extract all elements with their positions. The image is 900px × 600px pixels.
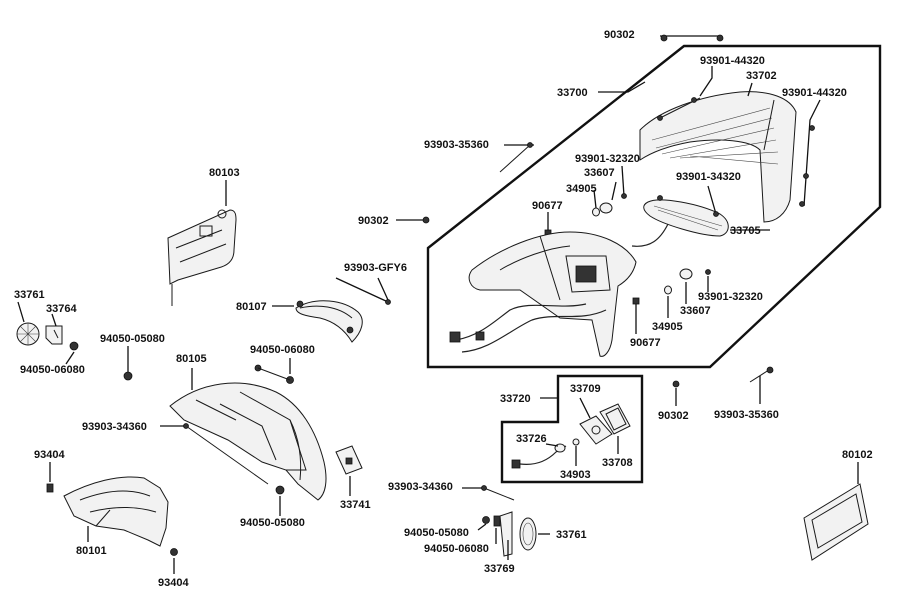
label-93404-top: 93404 [34, 449, 65, 461]
label-33761-left: 33761 [14, 289, 45, 301]
nut-94050-05080-mid [275, 485, 285, 516]
label-90302-mid: 90302 [358, 215, 389, 227]
lens-33708 [599, 403, 631, 454]
label-33607-top: 33607 [584, 167, 615, 179]
bolt-90302-right [672, 380, 680, 406]
label-94050-06080-top: 94050-06080 [250, 344, 315, 356]
leader-93901-44320-right [803, 99, 821, 207]
harness-33726 [511, 443, 567, 469]
label-94050-06080-left: 94050-06080 [20, 364, 85, 376]
label-93901-32320-right: 93901-32320 [698, 291, 763, 303]
screw-93404-bottom [170, 548, 178, 574]
inner-fender-80105 [169, 368, 327, 501]
leader-93901-44320-top [699, 66, 713, 97]
nut-94050-06080-bottom [493, 515, 501, 544]
label-90302-right: 90302 [658, 410, 689, 422]
screw-93903-35360-top [499, 142, 534, 173]
label-33741: 33741 [340, 499, 371, 511]
label-33720: 33720 [500, 393, 531, 405]
clip-90677-right [632, 297, 640, 334]
under-tray-80101 [63, 476, 169, 547]
label-93903-35360-top: 93903-35360 [424, 139, 489, 151]
clip-90677-top [544, 212, 552, 237]
label-80102: 80102 [842, 449, 873, 461]
label-33761-bottom: 33761 [556, 529, 587, 541]
socket-33709 [579, 397, 613, 445]
plate-33741 [335, 445, 363, 496]
screw-93404-top [46, 462, 54, 493]
label-33769: 33769 [484, 563, 515, 575]
reflector-33761-left [16, 301, 40, 346]
rear-fender-body [449, 231, 637, 357]
label-33709: 33709 [570, 383, 601, 395]
label-94050-05080-mid: 94050-05080 [240, 517, 305, 529]
label-90677-top: 90677 [532, 200, 563, 212]
label-93404-bottom: 93404 [158, 577, 189, 589]
label-93903-34360-left: 93903-34360 [82, 421, 147, 433]
label-93901-34320: 93901-34320 [676, 171, 741, 183]
label-93903-gfy6: 93903-GFY6 [344, 262, 407, 274]
label-80107: 80107 [236, 301, 267, 313]
assembly-frame-33720 [500, 374, 644, 484]
label-34903: 34903 [560, 469, 591, 481]
label-33705: 33705 [730, 225, 761, 237]
label-90302-top: 90302 [604, 29, 635, 41]
label-33726: 33726 [516, 433, 547, 445]
bulb-34903 [572, 438, 580, 466]
bolts-93901-34320 [657, 185, 719, 217]
plate-80103 [167, 180, 237, 306]
label-94050-05080-bottom: 94050-05080 [404, 527, 469, 539]
label-93901-44320-top: 93901-44320 [700, 55, 765, 67]
label-33708: 33708 [602, 457, 633, 469]
bracket-80107 [272, 300, 363, 343]
assembly-frame-33700 [426, 44, 882, 369]
socket-33607-right [664, 268, 711, 318]
label-80103: 80103 [209, 167, 240, 179]
label-33702: 33702 [746, 70, 777, 82]
leader-33700 [598, 81, 646, 93]
label-33700: 33700 [557, 87, 588, 99]
screw-93903-34360-left [160, 423, 269, 485]
label-33607-right: 33607 [680, 305, 711, 317]
bracket-33764 [45, 313, 63, 345]
label-80105: 80105 [176, 353, 207, 365]
nut-94050-05080-left [123, 346, 133, 381]
label-94050-05080-left: 94050-05080 [100, 333, 165, 345]
label-80101: 80101 [76, 545, 107, 557]
bolts-94050-06080-top [254, 358, 294, 384]
nut-94050-06080-left [65, 341, 79, 365]
label-94050-06080-bottom: 94050-06080 [424, 543, 489, 555]
nut-94050-05080-bottom [477, 516, 490, 531]
label-93903-34360-bottom: 93903-34360 [388, 481, 453, 493]
license-plate-80102 [803, 462, 869, 561]
screw-93903-gfy6 [335, 277, 391, 305]
bolt-90302-top [660, 34, 724, 42]
label-90677-right: 90677 [630, 337, 661, 349]
label-93903-35360-right: 93903-35360 [714, 409, 779, 421]
screw-93903-34360-bottom [462, 485, 515, 501]
reflector-33761-bottom [519, 517, 550, 551]
label-93901-32320-top: 93901-32320 [575, 153, 640, 165]
rear-carrier-33702 [639, 91, 797, 223]
bracket-33769 [499, 511, 513, 560]
leader-33702 [747, 82, 753, 97]
label-34905-right: 34905 [652, 321, 683, 333]
screw-93903-35360-right [749, 366, 774, 404]
label-34905-top: 34905 [566, 183, 597, 195]
label-33764: 33764 [46, 303, 77, 315]
socket-33607-top [592, 165, 627, 217]
bolt-90302-mid [396, 216, 430, 224]
label-93901-44320-right: 93901-44320 [782, 87, 847, 99]
bolts-93901-44320 [657, 97, 815, 207]
tail-light-33705 [631, 199, 729, 247]
